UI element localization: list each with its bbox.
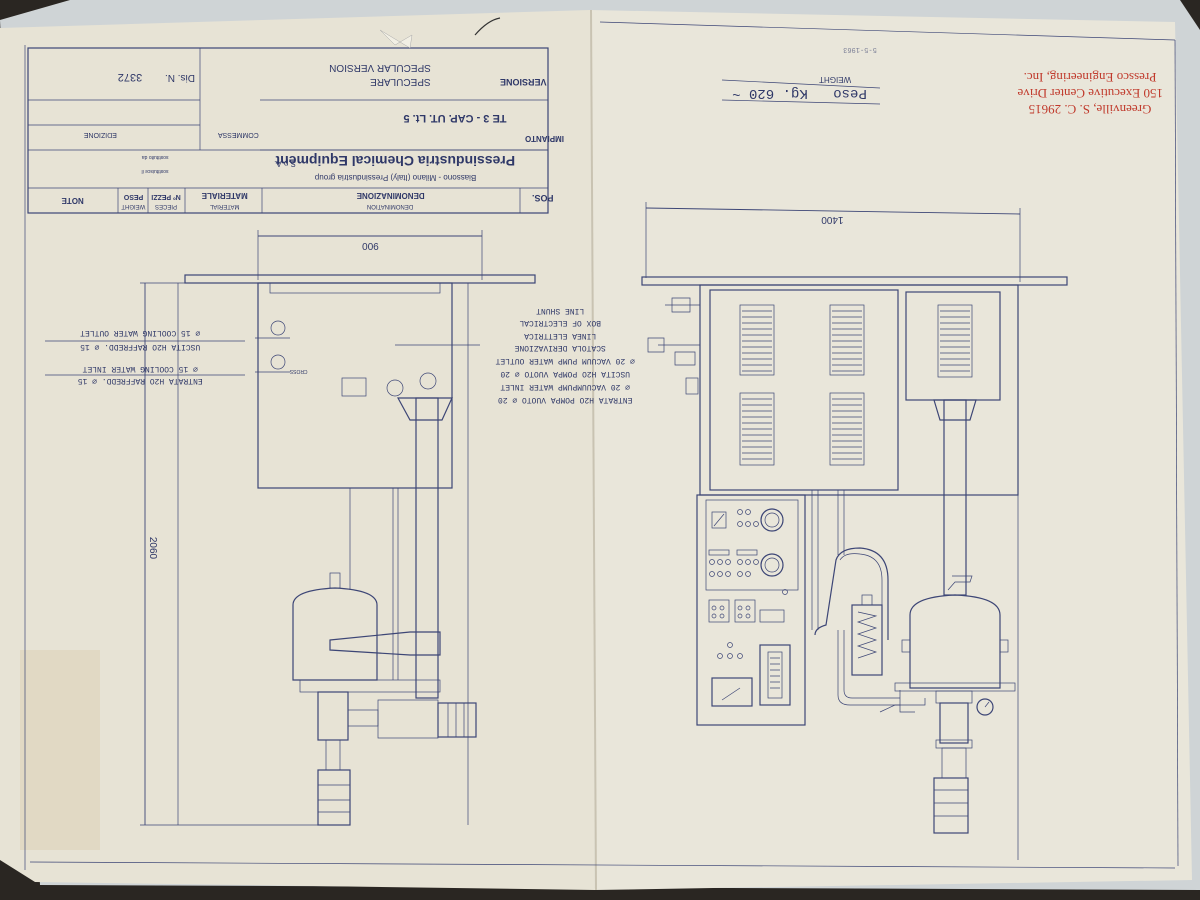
note-electrical-line-it: LINEA ELETTRICA <box>524 331 596 340</box>
fitting-inlet <box>270 354 286 370</box>
plant-value: TE 3 - CAP. UT. Lt. 5 <box>403 112 506 124</box>
pressco-stamp: Pressco Engineering, Inc. 150 Executive … <box>1017 70 1163 117</box>
note-cooling-inlet-it: ENTRATA H2O RAFFREDD. ⌀ 15 <box>78 376 203 385</box>
drawing-no-value: 3372 <box>118 71 142 83</box>
paper-stain <box>20 650 100 850</box>
torn-paper <box>379 29 413 49</box>
stamp-line1: Pressco Engineering, Inc. <box>1024 70 1157 85</box>
frame-right <box>1174 39 1179 867</box>
left-side-view: 900 <box>45 230 536 826</box>
title-block-border <box>27 47 549 214</box>
louvre-grilles <box>739 304 973 466</box>
cooling-water-notes: ENTRATA H2O RAFFREDD. ⌀ 15 ⌀ 15 COOLING … <box>45 328 308 385</box>
side-fittings <box>647 337 700 366</box>
dim-2060: 2060 <box>147 537 158 560</box>
header-weight-it: PESO <box>123 193 143 200</box>
control-panel <box>696 494 806 726</box>
pressure-gauge <box>976 698 994 716</box>
panel-buttons <box>708 509 788 659</box>
weight-annotation: Peso Kg. 620 ~ WEIGHT 5-5-1963 <box>721 45 881 105</box>
title-block: POS. DENOMINAZIONE DENOMINATION MATERIAL… <box>27 47 564 214</box>
paper-right-page <box>590 10 1192 890</box>
support-arm <box>329 631 441 656</box>
frame-top-right <box>599 21 1176 41</box>
company-suffix: S.p.A. <box>274 159 296 168</box>
paper-left-page <box>0 10 595 890</box>
dim-line-1400 <box>645 207 1021 215</box>
header-pieces-it: Nº PEZZI <box>151 193 180 200</box>
panel-switch <box>711 511 727 529</box>
weight-en: WEIGHT <box>819 75 851 84</box>
panel-meter <box>711 677 753 707</box>
weight-label: Peso <box>833 85 867 101</box>
pump-right <box>939 702 969 744</box>
version-value-it: SPECULARE <box>370 76 431 87</box>
fitting-outlet <box>270 320 286 336</box>
cabinet-door-large <box>709 289 899 491</box>
company-name: Pressindustria Chemical Equipment <box>275 153 515 169</box>
weight-note: 5-5-1963 <box>843 45 877 53</box>
header-weight-en: WEIGHT <box>121 203 145 209</box>
plant-label: IMPIANTO <box>525 134 564 143</box>
note-cooling-inlet-en: ⌀ 15 COOLING WATER INLET <box>82 364 197 373</box>
cross-ref: CROSS <box>289 368 307 374</box>
drawing-no-label: Dis. N. <box>165 72 195 83</box>
note-vacuum-inlet-it: ENTRATA H2O POMPA VUOTO ⌀ 20 <box>498 395 633 404</box>
note-cooling-outlet-it: USCITA H2O RAFFREDD. ⌀ 15 <box>80 342 200 351</box>
note-junction-box-it: SCATOLA DERIVAZIONE <box>514 343 605 352</box>
dial-lower <box>760 553 784 577</box>
company-address: Biassono - Milano (Italy) Pressindustria… <box>314 173 476 182</box>
header-denomination-it: DENOMINAZIONE <box>356 191 425 200</box>
order-label: COMMESSA <box>218 131 259 138</box>
panel-gauge <box>759 644 791 706</box>
note-line-shunt-en: LINE SHUNT <box>536 306 584 315</box>
connecting-pipe <box>814 547 889 640</box>
note-cooling-outlet-en: ⌀ 15 COOLING WATER OUTLET <box>80 328 200 337</box>
dial-upper <box>760 508 784 532</box>
weight-value: Kg. 620 ~ <box>732 85 808 101</box>
motor-vertical-right <box>933 777 969 834</box>
page-fold <box>590 9 597 891</box>
header-material-it: MATERIALE <box>201 191 248 200</box>
version-label: VERSIONE <box>500 77 547 87</box>
stamp-line3: Greenville, S. C. 29615 <box>1029 102 1152 117</box>
note-vacuum-outlet-it: USCITA H2O POMPA VUOTO ⌀ 20 <box>500 369 630 378</box>
edition-label: EDIZIONE <box>83 131 116 138</box>
right-front-view: 1400 <box>641 45 1068 860</box>
substitutes-label: sostituisce il <box>142 168 169 174</box>
header-denomination-en: DENOMINATION <box>367 203 413 209</box>
header-material-en: MATERIAL <box>209 203 239 209</box>
frame-bottom <box>29 861 1176 869</box>
vacuum-pump-notes: ENTRATA H2O POMPA VUOTO ⌀ 20 ⌀ 20 VACUUM… <box>495 306 634 404</box>
header-pos: POS. <box>532 193 554 203</box>
motor-vertical-left <box>317 769 351 826</box>
note-vacuum-outlet-en: ⌀ 20 VACUUM PUMP WATER OUTLET <box>495 356 634 365</box>
header-notes: NOTE <box>61 196 84 205</box>
substituted-label: sostituito da <box>142 154 169 160</box>
header-pieces-en: PIECES <box>155 203 177 209</box>
motor-horizontal <box>437 702 477 738</box>
note-box-electrical-en: BOX OF ELECTRICAL <box>519 318 601 327</box>
version-value-en: SPECULAR VERSION <box>329 62 431 73</box>
vessel-right <box>909 594 1001 689</box>
stamp-line2: 150 Executive Center Drive <box>1017 86 1163 101</box>
dim-1400: 1400 <box>821 214 844 225</box>
dim-900: 900 <box>362 240 379 251</box>
note-vacuum-inlet-en: ⌀ 20 VACUUMPUMP WATER INLET <box>500 382 630 391</box>
